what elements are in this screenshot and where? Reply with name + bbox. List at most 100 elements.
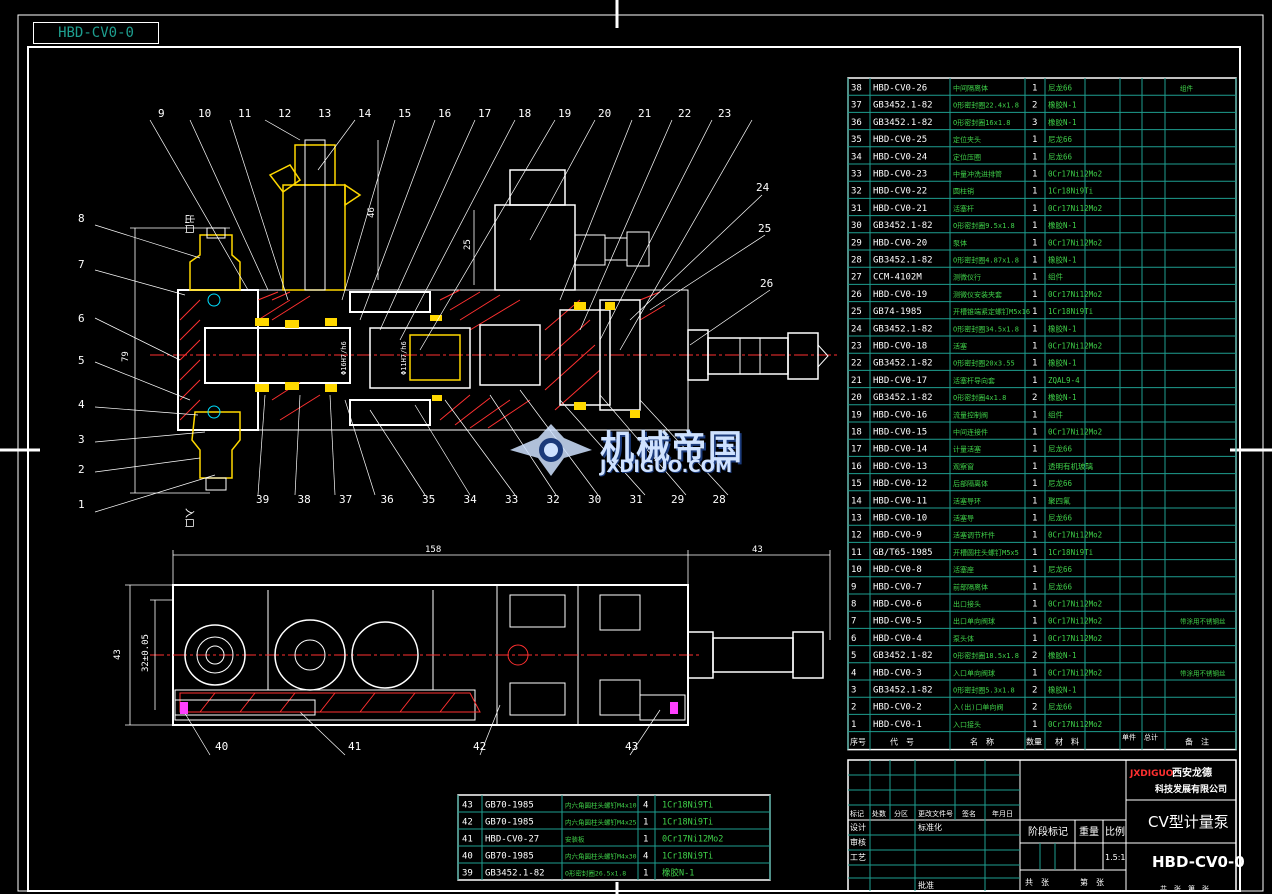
sheet-no: 第 张 — [1080, 877, 1104, 887]
bom-qty: 1 — [1032, 720, 1037, 730]
dim-fit2: Φ11H7/h6 — [400, 341, 408, 375]
bom-code: HBD-CV0-19 — [873, 290, 927, 300]
bom-qty: 1 — [1032, 307, 1037, 317]
dim-25: 25 — [463, 239, 473, 250]
balloon-number: 19 — [558, 107, 571, 120]
balloon-number: 18 — [518, 107, 531, 120]
bom2-qty: 1 — [643, 818, 648, 828]
balloon-number: 13 — [318, 107, 331, 120]
bom-qty: 1 — [1032, 290, 1037, 300]
bom-name: O形密封圈22.4x1.8 — [953, 101, 1019, 110]
bom2-no: 42 — [462, 818, 473, 828]
bom-name: 入口单向阀球 — [953, 668, 995, 677]
bom-code: GB3452.1-82 — [873, 393, 933, 403]
bom-name: 定位夹头 — [953, 135, 981, 144]
bom2-code: GB70-1985 — [485, 801, 534, 811]
bom-qty: 1 — [1032, 204, 1037, 214]
outlet-label: 出口 — [183, 214, 196, 234]
bom-name: 计量活塞 — [953, 445, 981, 454]
bom-name: O形密封圈4x1.8 — [953, 393, 1006, 402]
bom-code: CCM-4102M — [873, 273, 922, 283]
bom2-qty: 4 — [643, 852, 648, 862]
bom-qty: 1 — [1032, 462, 1037, 472]
title-row-label: 年月日 — [992, 809, 1013, 818]
bom-no: 5 — [851, 651, 856, 661]
balloon-number: 17 — [478, 107, 491, 120]
company-line2: 科技发展有限公司 — [1155, 783, 1227, 795]
drawing-number-box: HBD-CV0-0 — [33, 22, 159, 44]
bom-name: O形密封圈18.5x1.8 — [953, 651, 1019, 660]
balloon-number: 2 — [78, 463, 85, 476]
bom-remark: 带涂用不锈钢丝 — [1180, 617, 1226, 626]
bom-name: 中间隔离体 — [953, 84, 988, 93]
balloon-number: 40 — [215, 740, 228, 753]
bom-name: 出口接头 — [953, 600, 981, 609]
bom2-code: HBD-CV0-27 — [485, 835, 539, 845]
balloon-number: 8 — [78, 212, 85, 225]
bom-material: 橡胶N-1 — [1048, 100, 1077, 110]
bom-no: 16 — [851, 462, 862, 472]
drawing-number-title: HBD-CV0-0 — [1152, 853, 1245, 871]
bom-code: GB3452.1-82 — [873, 359, 933, 369]
bom-name: 活塞调节杆件 — [953, 531, 995, 540]
bom2-no: 43 — [462, 801, 473, 811]
bom-material: 组件 — [1048, 409, 1064, 419]
bom-code: HBD-CV0-6 — [873, 600, 922, 610]
bom2-name: 内六角圆柱头螺钉M4x25 — [565, 818, 637, 827]
bom-code: GB3452.1-82 — [873, 221, 933, 231]
bom-name: 流量控制阀 — [953, 410, 988, 419]
bom-code: HBD-CV0-11 — [873, 496, 927, 506]
bom-name: 活塞座 — [953, 565, 974, 574]
bom-no: 20 — [851, 393, 862, 403]
leader-lines — [94, 119, 771, 756]
bom-name: 观察窗 — [953, 462, 974, 471]
bom-code: GB3452.1-82 — [873, 651, 933, 661]
drawing-number-corner: HBD-CV0-0 — [58, 25, 134, 41]
bom-code: HBD-CV0-5 — [873, 617, 922, 627]
bom2-name: 安装板 — [565, 835, 585, 844]
bom-name: O形密封圈20x3.55 — [953, 359, 1015, 368]
bom-header-material: 材 料 — [1055, 737, 1079, 747]
bom-no: 18 — [851, 428, 862, 438]
bom-header-remark: 备 注 — [1185, 737, 1209, 747]
bom-no: 17 — [851, 445, 862, 455]
bom-code: HBD-CV0-24 — [873, 152, 927, 162]
bom-qty: 1 — [1032, 428, 1037, 438]
bom-material: 尼龙66 — [1048, 564, 1073, 574]
bom-no: 25 — [851, 307, 862, 317]
bom-no: 21 — [851, 376, 862, 386]
bom-material: 1Cr18Ni9Ti — [1048, 187, 1093, 196]
drawing-title: CV型计量泵 — [1148, 813, 1229, 831]
bom-name: 活塞 — [953, 342, 967, 351]
bom-qty: 1 — [1032, 135, 1037, 145]
inlet-label: 入口 — [183, 508, 194, 528]
bom-code: HBD-CV0-16 — [873, 410, 927, 420]
bom-code: HBD-CV0-12 — [873, 479, 927, 489]
bom2-material: 1Cr18Ni9Ti — [662, 852, 713, 862]
title-row-label: 处数 — [872, 809, 886, 818]
footer-sheets: 共 张 第 张 — [1160, 884, 1209, 893]
bom-name: 开槽圆柱头螺钉M5x5 — [953, 548, 1019, 557]
bom-no: 15 — [851, 479, 862, 489]
bom2-code: GB70-1985 — [485, 818, 534, 828]
bom-code: GB3452.1-82 — [873, 101, 933, 111]
balloon-number: 26 — [760, 277, 773, 290]
bom-remark: 组件 — [1180, 84, 1194, 93]
bom-name: 出口单向阀球 — [953, 617, 995, 626]
bom-no: 34 — [851, 152, 862, 162]
bom-qty: 1 — [1032, 617, 1037, 627]
bom-name: O形密封圈34.5x1.8 — [953, 324, 1019, 333]
bom-qty: 1 — [1032, 84, 1037, 94]
bom-no: 37 — [851, 101, 862, 111]
bom2-material: 橡胶N-1 — [662, 868, 694, 879]
balloon-number: 31 — [630, 493, 643, 506]
bom-code: HBD-CV0-1 — [873, 720, 922, 730]
bom-name: 泵头体 — [953, 634, 974, 643]
bom2-qty: 4 — [643, 801, 648, 811]
bom-code: HBD-CV0-13 — [873, 462, 927, 472]
company-logo: JXDIGUO — [1129, 769, 1174, 779]
bom-no: 6 — [851, 634, 856, 644]
bom-material: 尼龙66 — [1048, 513, 1073, 523]
balloon-number: 20 — [598, 107, 611, 120]
bom-name: 中量冲洗进排管 — [953, 170, 1002, 179]
